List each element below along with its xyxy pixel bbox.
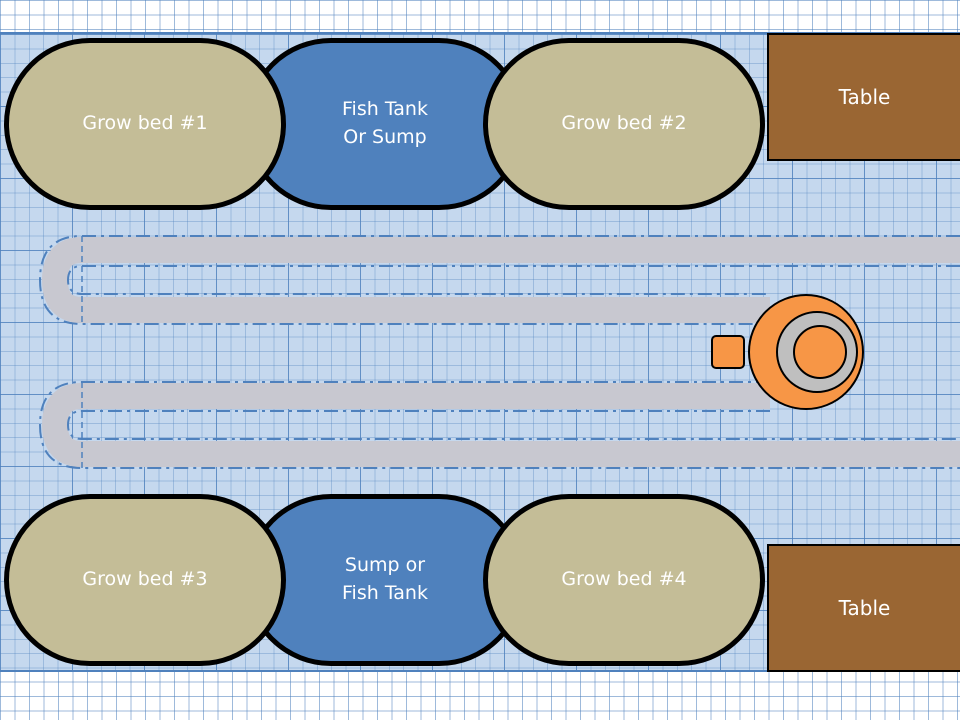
bottom-table: Table <box>767 544 960 672</box>
upper-pipe-loop <box>38 235 960 325</box>
grow-bed-2-label: Grow bed #2 <box>561 112 687 135</box>
top-tank: Fish Tank Or Sump <box>245 38 525 210</box>
grow-bed-4-label: Grow bed #4 <box>561 568 687 591</box>
bottom-tank: Sump or Fish Tank <box>245 494 525 666</box>
grow-bed-3-label: Grow bed #3 <box>82 568 208 591</box>
bottom-table-label: Table <box>838 595 891 620</box>
pump-outlet <box>711 335 745 369</box>
grow-bed-4: Grow bed #4 <box>483 494 765 666</box>
grow-bed-1-label: Grow bed #1 <box>82 112 208 135</box>
pump <box>711 294 864 410</box>
lower-pipe-loop <box>38 381 960 469</box>
bottom-tank-label: Sump or Fish Tank <box>342 554 428 604</box>
top-tank-label: Fish Tank Or Sump <box>342 98 428 148</box>
top-table: Table <box>767 33 960 161</box>
pump-impeller <box>793 325 847 379</box>
grow-bed-2: Grow bed #2 <box>483 38 765 210</box>
grow-bed-3: Grow bed #3 <box>4 494 286 666</box>
top-table-label: Table <box>838 84 891 109</box>
grow-bed-1: Grow bed #1 <box>4 38 286 210</box>
